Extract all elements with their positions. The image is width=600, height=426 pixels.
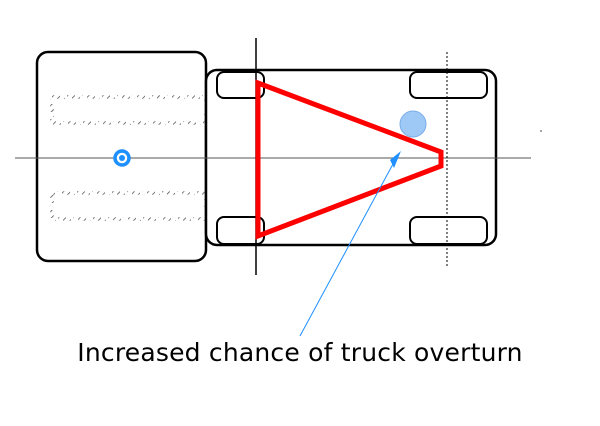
wheel-rear-bottom — [409, 216, 488, 245]
caption-pointer-arrowhead — [390, 151, 401, 168]
caption-pointer-line — [299, 163, 394, 337]
diagram-caption: Increased chance of truck overturn — [77, 338, 523, 367]
trailer-pivot-dot — [119, 155, 125, 161]
stability-triangle — [255, 79, 444, 240]
wheel-front-right — [216, 216, 265, 245]
stray-dot — [540, 130, 542, 132]
center-of-gravity-marker — [399, 110, 427, 138]
wheel-rear-top — [409, 71, 488, 99]
